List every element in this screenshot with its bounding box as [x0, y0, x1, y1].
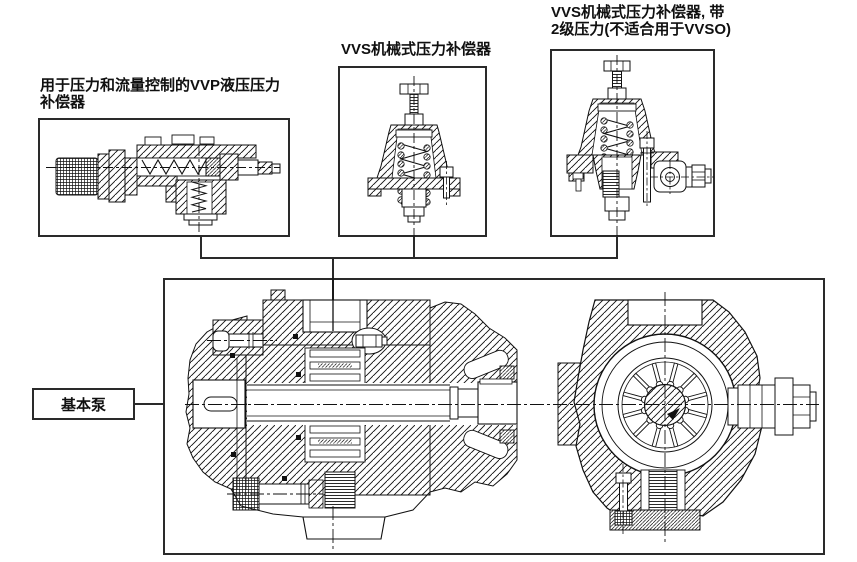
vvs-two-stage-compensator-drawing — [566, 55, 714, 237]
pump-seals — [230, 334, 301, 481]
connector-vvs2-drop — [616, 237, 618, 259]
connector-base-pump — [135, 403, 163, 405]
pump-pedestal — [230, 488, 431, 540]
vvs2-vertical-bolt — [639, 131, 655, 207]
base-pump-label-box: 基本泵 — [32, 388, 135, 420]
connector-vvp-drop — [200, 237, 202, 259]
vvp-valve-body — [55, 134, 281, 203]
vvs-side-screw — [439, 161, 454, 206]
pump-bottom-valve — [609, 464, 701, 534]
vvs-two-stage-line2: 2级压力(不适合用于VVSO) — [551, 21, 732, 38]
vvp-callout-line1: 用于压力和流量控制的VVP液压压力 — [40, 77, 281, 94]
pump-top-bolt — [212, 319, 264, 356]
vvs-callout-label: VVS机械式压力补偿器 — [341, 41, 491, 58]
vvs-compensator-drawing — [367, 76, 461, 237]
pump-front-view — [557, 299, 817, 534]
pump-hex-plug — [351, 327, 388, 355]
vvs-two-stage-callout-label: VVS机械式压力补偿器, 带 2级压力(不适合用于VVSO) — [551, 4, 731, 38]
vvs2-side-port-arm — [650, 160, 714, 194]
pump-top-port — [302, 299, 368, 333]
vvp-lower-spring-housing — [175, 179, 227, 226]
vvp-centerlines — [46, 146, 280, 235]
vvp-compensator-drawing — [46, 134, 281, 235]
connector-vvs-drop — [413, 237, 415, 259]
base-pump-label: 基本泵 — [60, 396, 106, 414]
vvs-two-stage-line1: VVS机械式压力补偿器, 带 — [551, 4, 725, 21]
base-pump-drawing — [185, 278, 819, 550]
vvs-callout-line1: VVS机械式压力补偿器 — [341, 41, 492, 58]
pump-centerlines — [185, 278, 819, 550]
connector-bus — [200, 257, 618, 259]
vvp-callout-label: 用于压力和流量控制的VVP液压压力 补偿器 — [40, 77, 280, 111]
vvp-callout-line2: 补偿器 — [40, 94, 86, 111]
pump-side-fitting — [727, 377, 817, 436]
pump-side-view — [185, 289, 518, 540]
